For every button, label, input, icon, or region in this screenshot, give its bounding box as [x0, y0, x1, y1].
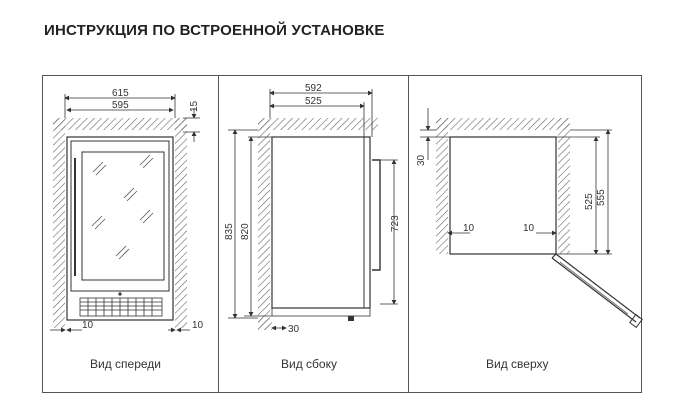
side-dim-outer-height: 835	[224, 223, 235, 240]
diagram-frame: Вид спереди Вид сбоку Вид сверху	[42, 75, 642, 393]
front-dim-left-gap: 10	[82, 320, 94, 331]
side-dim-inner-height: 820	[240, 223, 251, 240]
top-niche-back-wall	[436, 118, 570, 130]
front-view-caption: Вид спереди	[90, 357, 162, 371]
front-niche-left-wall	[53, 118, 65, 328]
side-niche-floor	[258, 318, 272, 330]
side-dim-outer-depth: 592	[305, 83, 322, 94]
top-view-caption: Вид сверху	[486, 357, 549, 371]
side-view-caption: Вид сбоку	[281, 357, 337, 371]
top-open-door	[551, 253, 643, 329]
front-dim-outer-width: 615	[112, 88, 129, 99]
top-dim-depth-inner: 525	[584, 193, 595, 210]
side-niche-top-wall	[258, 118, 378, 130]
side-view: 592 525 835 820 723 30	[224, 83, 401, 335]
top-view: 30 10 10 525 555	[416, 108, 643, 329]
front-niche-right-wall	[175, 118, 187, 328]
top-dim-right-gap: 10	[523, 223, 535, 234]
top-cabinet	[449, 136, 557, 255]
front-glass	[81, 151, 165, 281]
front-dim-top-gap: 15	[189, 100, 200, 112]
side-dim-inner-depth: 525	[305, 96, 322, 107]
front-lock-dot	[118, 292, 122, 296]
front-vent-grille	[79, 297, 163, 317]
side-door-handle	[372, 159, 381, 271]
top-niche-right-wall	[558, 118, 570, 254]
top-dim-depth-outer: 555	[596, 189, 607, 206]
panel-divider-1	[218, 76, 219, 392]
side-base	[271, 307, 371, 317]
top-dim-back-gap: 30	[416, 154, 427, 166]
side-foot	[348, 316, 354, 321]
top-dim-left-gap: 10	[463, 223, 475, 234]
front-cabinet	[66, 136, 174, 321]
front-dim-inner-width: 595	[112, 100, 129, 111]
glass-reflections	[91, 154, 154, 260]
side-dim-door-height: 723	[390, 215, 401, 232]
side-cabinet	[271, 136, 371, 309]
panel-divider-2	[408, 76, 409, 392]
top-niche-left-wall	[436, 118, 448, 254]
front-niche-top-wall	[53, 118, 187, 130]
front-view: 615 595 15 10 10	[50, 88, 204, 333]
page-title: ИНСТРУКЦИЯ ПО ВСТРОЕННОЙ УСТАНОВКЕ	[44, 22, 385, 39]
front-door-frame	[70, 140, 170, 292]
side-niche-back-wall	[258, 118, 270, 330]
side-dim-bottom-gap: 30	[288, 324, 300, 335]
front-dim-right-gap: 10	[192, 320, 204, 331]
